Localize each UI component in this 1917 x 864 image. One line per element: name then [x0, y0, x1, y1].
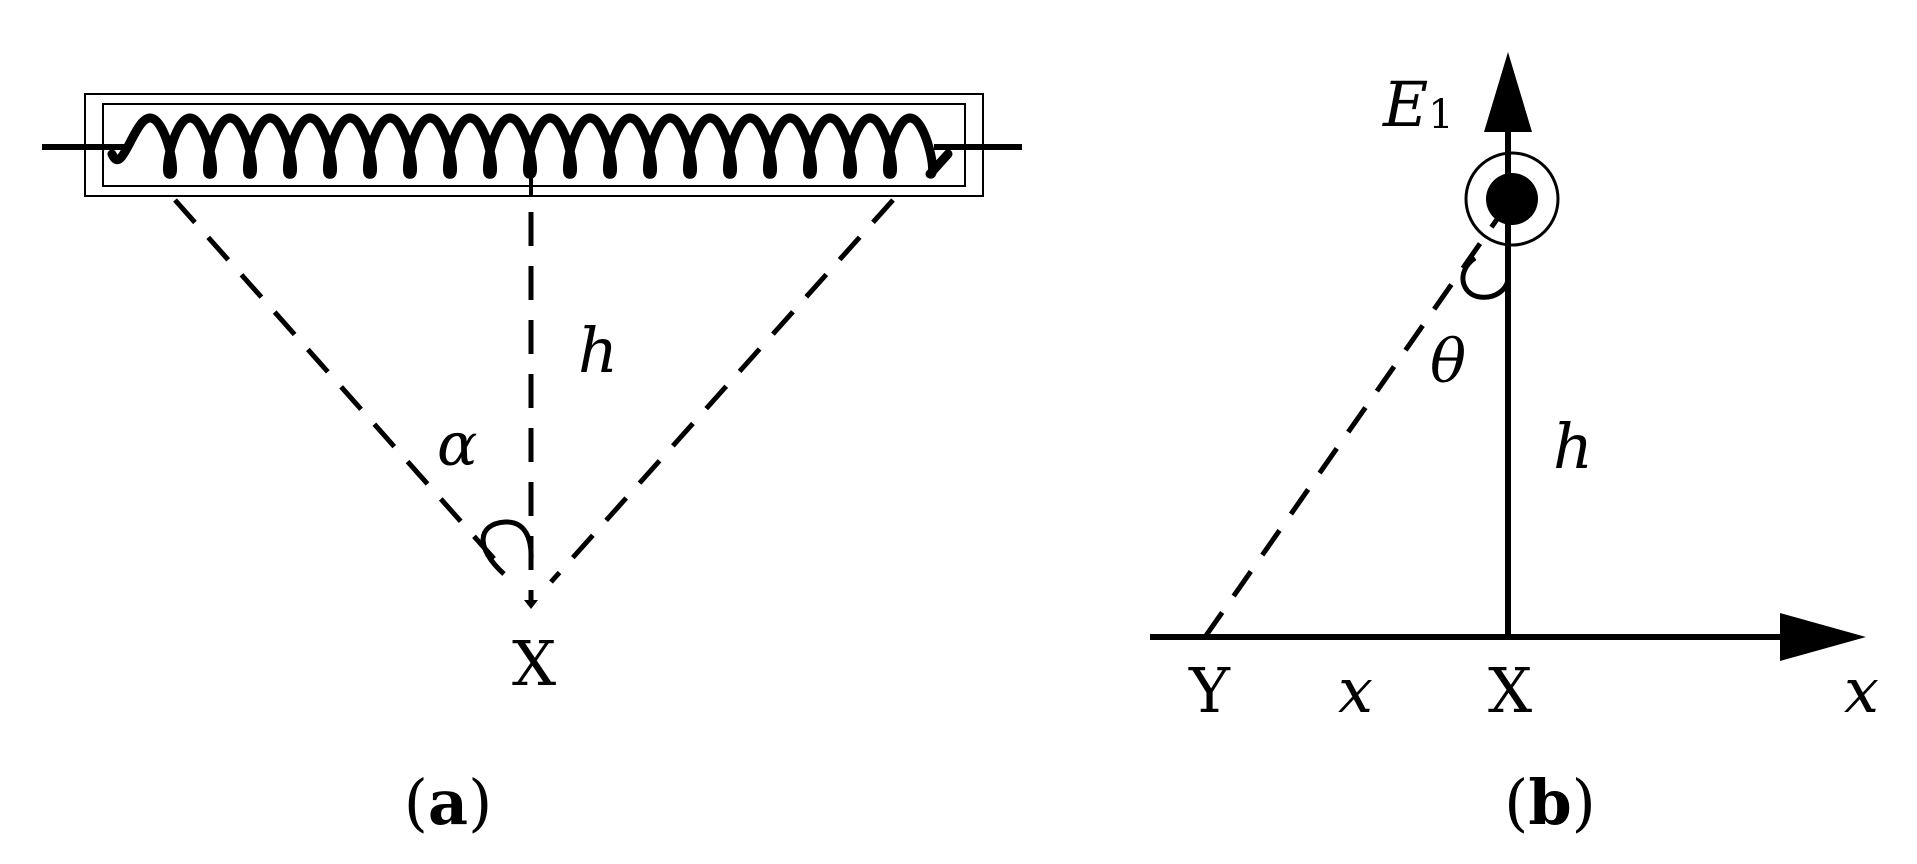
- caption-a: (a): [404, 766, 493, 839]
- axis-x-label: x: [1844, 654, 1879, 727]
- theta-angle-arc: [1460, 255, 1511, 300]
- source-outer-circle: [1464, 151, 1560, 247]
- caption-b: (b): [1504, 766, 1596, 839]
- y-to-source-dashed-line: [1202, 213, 1503, 639]
- height-label-b: h: [1553, 410, 1593, 483]
- height-label-a: h: [578, 314, 618, 387]
- point-y-label: Y: [1188, 654, 1231, 727]
- left-dashed-line: [173, 198, 506, 572]
- point-x-label-b: X: [1488, 654, 1532, 727]
- alpha-angle-arc: [480, 519, 534, 576]
- panel-a: α h X (a): [42, 93, 1022, 839]
- point-x-marker: [524, 600, 538, 609]
- x-axis-arrowhead: [1780, 613, 1866, 661]
- source-dot: [1486, 173, 1538, 225]
- theta-label: θ: [1430, 327, 1466, 397]
- right-dashed-line: [549, 198, 895, 584]
- point-x-label-a: X: [512, 627, 556, 700]
- field-label: E1: [1382, 68, 1454, 141]
- alpha-label: α: [437, 410, 478, 480]
- distance-x-label: x: [1338, 654, 1373, 727]
- field-vector-arrowhead: [1484, 52, 1532, 132]
- panel-b: E1 θ h Y x X x (b): [1150, 52, 1879, 839]
